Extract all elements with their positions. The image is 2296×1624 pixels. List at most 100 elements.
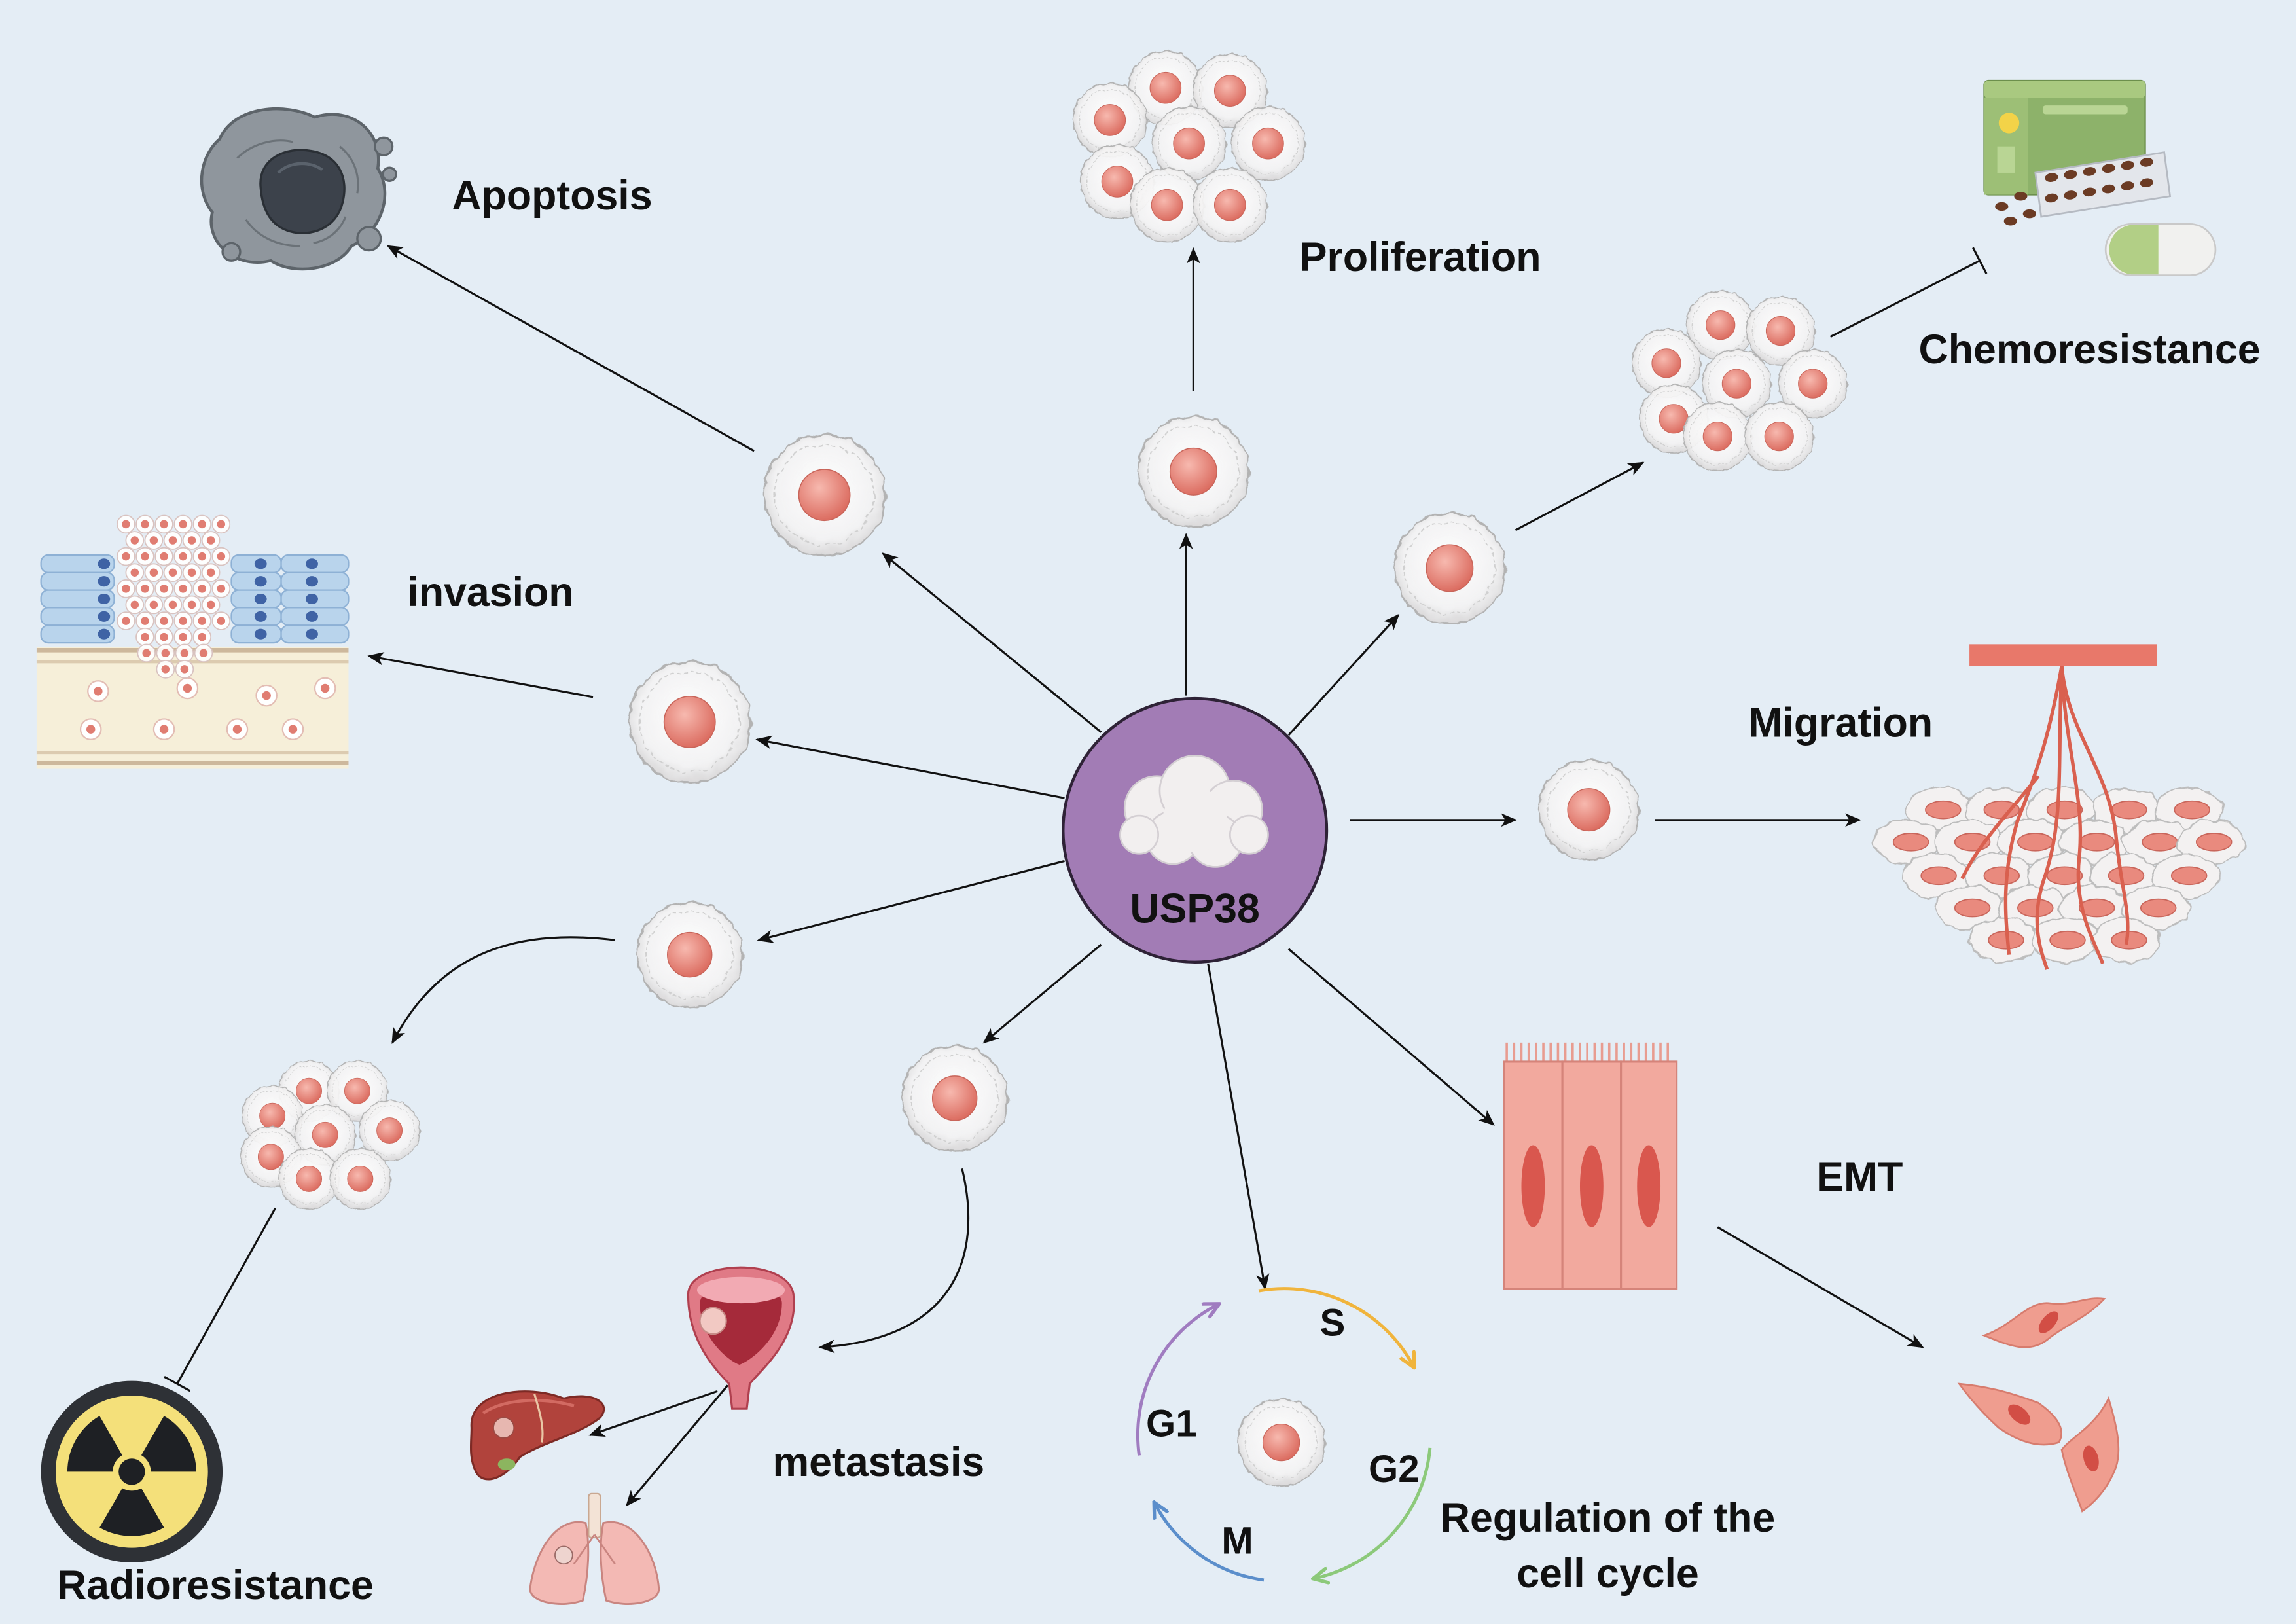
epithelial-cell-nucleus — [98, 576, 111, 587]
phase-g1-arc — [1136, 1305, 1217, 1456]
vessel — [1960, 775, 2040, 880]
nucleus-highlight — [277, 162, 323, 174]
stromal-cell — [226, 718, 249, 740]
arrows — [164, 245, 1988, 1507]
invading-cell — [154, 547, 173, 566]
loose-pill — [1995, 202, 2009, 211]
liver-highlight — [482, 1399, 575, 1415]
invading-cell — [192, 611, 212, 630]
migrating-cell — [1901, 853, 1971, 899]
migrating-cell-nucleus — [2108, 866, 2145, 886]
arrow-to-apoptotic-cell — [386, 245, 755, 452]
stromal-cell-nucleus — [288, 725, 298, 734]
cell-cycle-label-line1: Regulation of the — [1441, 1495, 1775, 1541]
emt-label: EMT — [1816, 1154, 1903, 1200]
blister-pack — [2034, 151, 2172, 218]
invading-cell-nucleus — [168, 600, 177, 609]
invading-cell — [201, 563, 221, 583]
metastasis-branch-cell — [902, 1045, 1007, 1151]
radioresistance-label: Radioresistance — [57, 1562, 374, 1608]
invading-cell-nucleus — [180, 665, 189, 674]
radiation-symbol-icon — [41, 1380, 223, 1563]
invading-cell — [192, 514, 212, 534]
blister-pill — [2140, 178, 2153, 188]
cluster-cell — [1231, 107, 1305, 181]
epithelial-cell-nucleus — [98, 558, 111, 569]
columnar-nucleus — [1579, 1145, 1604, 1227]
invading-cell — [135, 579, 154, 598]
columnar-nucleus — [1521, 1145, 1545, 1227]
invading-cell-nucleus — [141, 632, 149, 641]
epithelial-cell-nucleus — [254, 611, 267, 622]
stromal-cell — [87, 680, 109, 702]
epithelial-cell — [280, 607, 350, 626]
epithelial-cell — [280, 589, 350, 609]
loose-pill — [2014, 192, 2028, 201]
invading-cell — [211, 579, 231, 598]
arrow-bladder-to-liver — [588, 1390, 718, 1437]
migrating-cell — [1968, 917, 2038, 963]
epithelial-cell — [280, 624, 350, 644]
invading-cell — [163, 595, 183, 615]
apoptotic-bleb — [221, 242, 242, 262]
invading-cell-nucleus — [206, 536, 215, 545]
invading-cell — [163, 531, 183, 550]
invading-cell — [125, 563, 145, 583]
migrating-cell-nucleus — [2046, 866, 2083, 886]
invading-cell-nucleus — [187, 536, 196, 545]
arrow-to-radioresistance-cell — [757, 859, 1065, 943]
arrow-to-chemoresistance-cluster — [1515, 461, 1645, 532]
invading-cell-nucleus — [141, 585, 149, 593]
epithelial-cell — [280, 571, 350, 591]
invading-cell — [117, 547, 135, 566]
arrow-to-cell-cycle — [1207, 963, 1270, 1291]
invasion-branch-cell — [629, 661, 750, 782]
spindle-nucleus — [2083, 1445, 2099, 1471]
radiation-center — [118, 1458, 145, 1485]
invading-cell — [173, 514, 192, 534]
epithelial-cell-nucleus — [306, 611, 318, 622]
invading-cell-nucleus — [199, 649, 208, 658]
radioresistance-branch-cell — [637, 902, 742, 1007]
migrating-cell-nucleus — [2174, 800, 2210, 820]
invading-cell — [156, 660, 175, 679]
liver-metastasis — [493, 1416, 515, 1439]
epithelial-cell — [40, 589, 115, 609]
chemoresistance-branch-cell — [1394, 513, 1505, 623]
epithelial-cell-nucleus — [254, 593, 267, 605]
invading-cell-nucleus — [160, 520, 168, 529]
phase-g1-label: G1 — [1146, 1403, 1197, 1445]
invading-cell-nucleus — [206, 600, 215, 609]
cluster-cell — [1683, 402, 1752, 471]
loose-pill — [2022, 209, 2036, 219]
epithelial-cell — [230, 624, 282, 644]
migrating-cell-nucleus — [2049, 930, 2086, 950]
outcome-labels: Apoptosis Proliferation Chemoresistance … — [57, 173, 2261, 1608]
capsule-icon — [2104, 223, 2217, 276]
migrating-cell-nucleus — [1920, 866, 1957, 886]
epithelial-cell — [230, 589, 282, 609]
invading-cell — [182, 531, 202, 550]
invading-cell-nucleus — [122, 552, 130, 561]
lung-metastasis — [554, 1545, 573, 1565]
inhibition-radioresistance — [164, 1207, 276, 1392]
stromal-cell-nucleus — [159, 725, 169, 734]
invading-cell — [173, 547, 192, 566]
invading-cell-nucleus — [198, 520, 207, 529]
invading-cell-nucleus — [198, 552, 207, 561]
apoptotic-bleb — [382, 166, 397, 182]
migrating-cell-nucleus — [2170, 866, 2208, 886]
invading-cell — [201, 595, 221, 615]
drug-box-stripe — [2042, 105, 2128, 115]
migrating-cell-nucleus — [2195, 833, 2233, 852]
migrating-cell-nucleus — [2078, 898, 2115, 918]
invading-cell-nucleus — [217, 617, 226, 625]
invading-cell-nucleus — [168, 568, 177, 577]
invading-cell — [154, 579, 173, 598]
arrow-to-mesenchymal-cells — [1717, 1226, 1924, 1348]
invading-cell — [125, 531, 145, 550]
migrating-cell — [2059, 819, 2128, 865]
tumor-mass-icon — [1119, 755, 1269, 868]
invading-cell — [175, 643, 194, 663]
blister-pill — [2064, 190, 2077, 200]
